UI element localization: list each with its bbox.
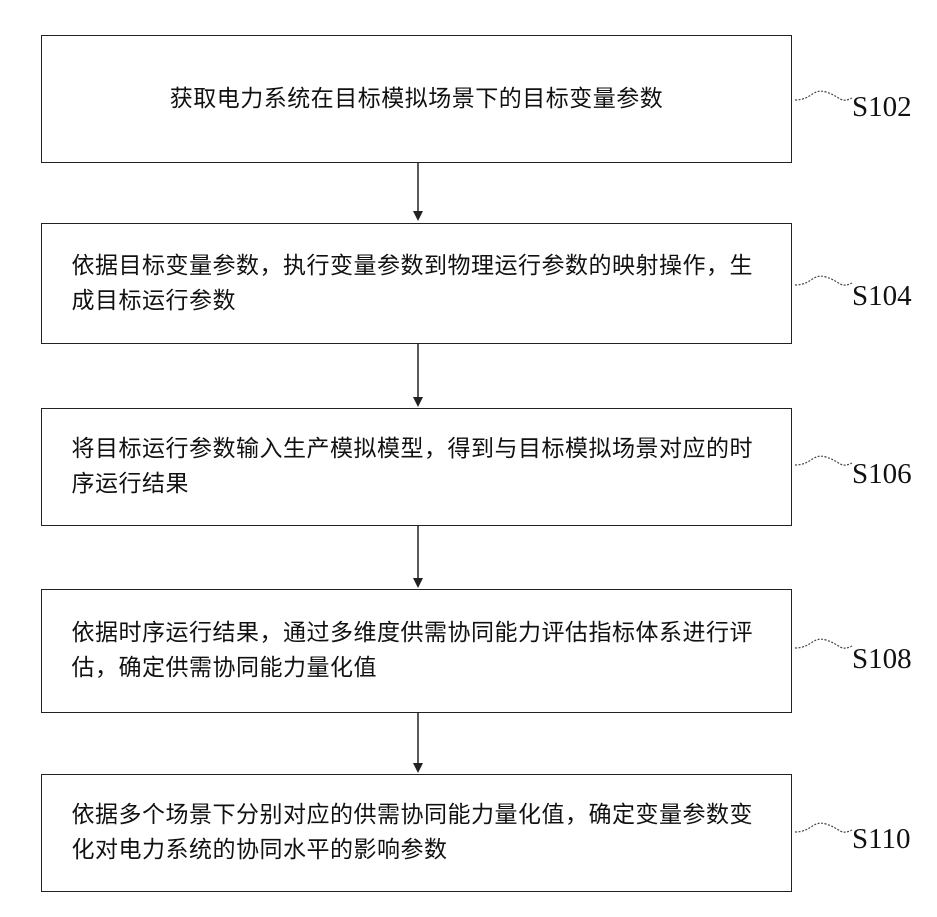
step-text-s110: 依据多个场景下分别对应的供需协同能力量化值，确定变量参数变化对电力系统的协同水平… [72,798,762,868]
callout-line-s110 [795,823,852,832]
step-text-s106: 将目标运行参数输入生产模拟模型，得到与目标模拟场景对应的时序运行结果 [72,432,762,502]
callout-line-s104 [795,276,852,285]
step-label-s110: S110 [852,823,911,856]
step-label-s108: S108 [852,643,912,676]
callout-line-s106 [795,456,852,465]
step-text-s102: 获取电力系统在目标模拟场景下的目标变量参数 [72,82,762,117]
step-label-s104: S104 [852,280,912,313]
step-text-s104: 依据目标变量参数，执行变量参数到物理运行参数的映射操作，生成目标运行参数 [72,249,762,319]
step-box-s104: 依据目标变量参数，执行变量参数到物理运行参数的映射操作，生成目标运行参数 [41,223,792,344]
callout-line-s108 [795,639,852,648]
step-box-s106: 将目标运行参数输入生产模拟模型，得到与目标模拟场景对应的时序运行结果 [41,408,792,526]
step-text-s108: 依据时序运行结果，通过多维度供需协同能力评估指标体系进行评估，确定供需协同能力量… [72,616,762,686]
step-box-s110: 依据多个场景下分别对应的供需协同能力量化值，确定变量参数变化对电力系统的协同水平… [41,774,792,892]
step-label-s106: S106 [852,458,912,491]
callout-line-s102 [795,91,852,100]
step-label-s102: S102 [852,91,912,124]
step-box-s108: 依据时序运行结果，通过多维度供需协同能力评估指标体系进行评估，确定供需协同能力量… [41,589,792,713]
step-box-s102: 获取电力系统在目标模拟场景下的目标变量参数 [41,35,792,163]
